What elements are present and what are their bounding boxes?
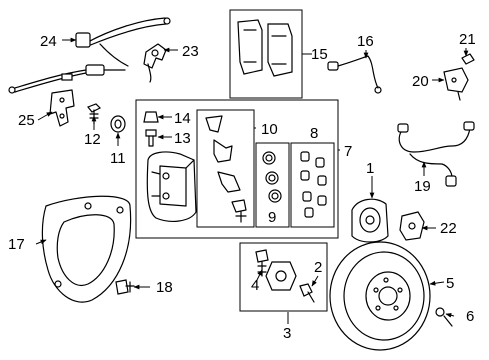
callout-4: 4 bbox=[251, 277, 259, 294]
bleeder-cap bbox=[143, 111, 159, 123]
callout-5: 5 bbox=[446, 275, 454, 292]
brake-caliper[interactable] bbox=[146, 151, 197, 222]
bolt-18 bbox=[115, 279, 135, 295]
callout-16: 16 bbox=[357, 33, 374, 50]
abs-sensor[interactable] bbox=[143, 43, 167, 83]
brake-rotor[interactable] bbox=[329, 241, 431, 351]
caliper-kit-box bbox=[135, 99, 339, 239]
brake-pads[interactable] bbox=[237, 19, 293, 77]
brake-hose[interactable] bbox=[397, 121, 475, 187]
bracket-20 bbox=[443, 67, 469, 101]
seal-kit bbox=[262, 151, 282, 203]
piston-kit-box bbox=[290, 142, 335, 228]
callout-21: 21 bbox=[459, 31, 476, 48]
rotor-screw bbox=[435, 307, 453, 327]
hub-flange bbox=[265, 261, 297, 291]
bleeder-screw bbox=[145, 129, 157, 147]
splash-shield[interactable] bbox=[41, 195, 132, 303]
bracket-22 bbox=[399, 211, 425, 241]
leader-lines bbox=[35, 37, 469, 324]
callout-7: 7 bbox=[344, 143, 352, 160]
piston-kit bbox=[300, 151, 327, 218]
pad-wear-sensor[interactable] bbox=[327, 55, 382, 94]
callout-11: 11 bbox=[110, 150, 126, 167]
callout-9: 9 bbox=[268, 209, 276, 226]
callout-12: 12 bbox=[84, 131, 101, 148]
wear-sensor-harness[interactable] bbox=[8, 17, 171, 94]
inner-bracket-box bbox=[196, 109, 255, 228]
harness-clip-bracket bbox=[49, 89, 75, 127]
callout-23: 23 bbox=[182, 43, 199, 60]
callout-8: 8 bbox=[310, 125, 318, 142]
callout-1: 1 bbox=[366, 160, 374, 177]
callout-17: 17 bbox=[8, 236, 25, 253]
callout-2: 2 bbox=[314, 259, 322, 276]
callout-22: 22 bbox=[440, 220, 457, 237]
callout-3: 3 bbox=[283, 325, 291, 342]
callout-13: 13 bbox=[174, 130, 191, 147]
callout-18: 18 bbox=[156, 279, 173, 296]
bolt-4 bbox=[255, 249, 269, 277]
pad-clips bbox=[205, 115, 247, 223]
callout-24: 24 bbox=[40, 33, 57, 50]
callout-20: 20 bbox=[412, 73, 429, 90]
callout-15: 15 bbox=[311, 46, 328, 63]
callout-10: 10 bbox=[261, 121, 278, 138]
hub-bearing-box bbox=[239, 242, 328, 312]
callout-6: 6 bbox=[466, 308, 474, 325]
cap-11 bbox=[110, 115, 126, 133]
seal-kit-box bbox=[255, 142, 290, 228]
bolt-2 bbox=[299, 283, 315, 303]
callout-25: 25 bbox=[18, 112, 35, 129]
callout-19: 19 bbox=[414, 178, 431, 195]
callout-14: 14 bbox=[174, 110, 191, 127]
bracket-21 bbox=[461, 53, 475, 65]
wheel-hub[interactable] bbox=[351, 198, 389, 243]
